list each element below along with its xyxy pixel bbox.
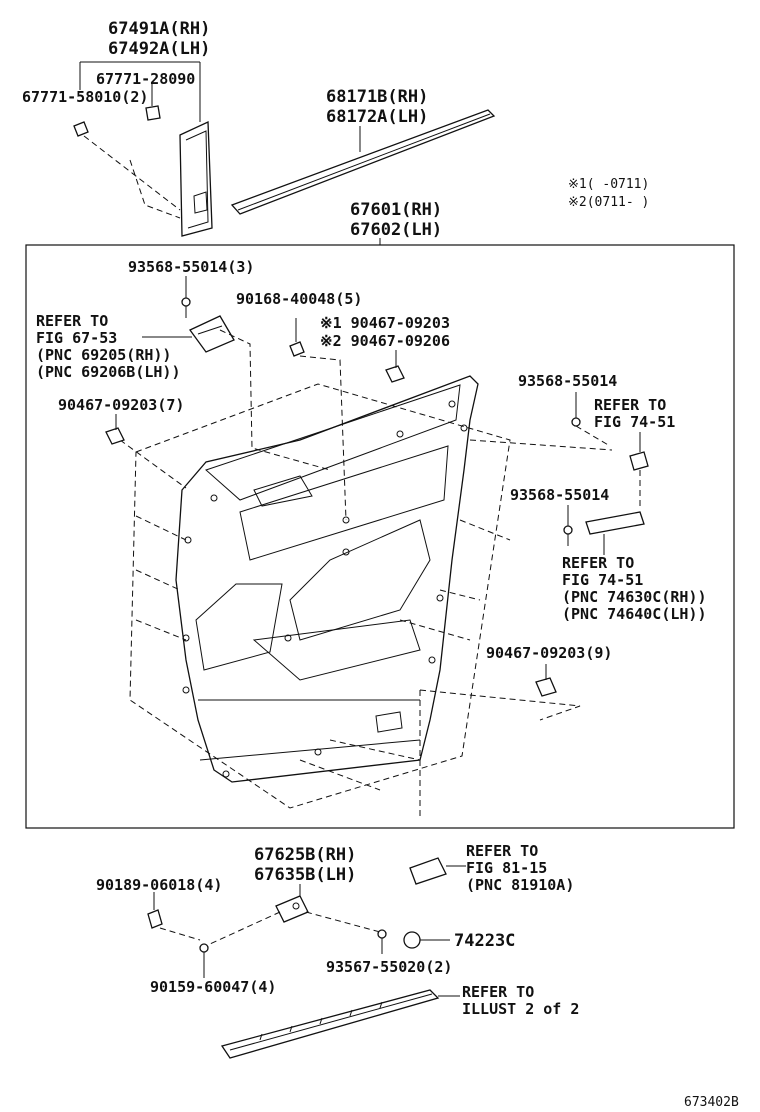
label-90467-note1: ※1 90467-09203 [320,314,450,332]
refer-67-53-line1: REFER TO [36,312,108,330]
light-81910A [409,857,447,885]
refer-74-51b-line1: REFER TO [562,554,634,572]
refer-74-51b-line4: (PNC 74640C(LH)) [562,605,707,623]
label-68172A: 68172A(LH) [326,107,428,127]
label-67602: 67602(LH) [350,220,442,240]
refer-illust-line2: ILLUST 2 of 2 [462,1000,579,1018]
label-67635B: 67635B(LH) [254,865,356,885]
label-93568-3: 93568-55014(3) [128,258,254,276]
label-90168: 90168-40048(5) [236,290,362,308]
belt-moulding-part [230,109,496,215]
refer-67-53-line3: (PNC 69205(RH)) [36,346,171,364]
refer-illust-line1: REFER TO [462,983,534,1001]
note-1: ※1( -0711) [568,177,649,192]
label-67491A: 67491A(RH) [108,19,210,39]
refer-81-15-line1: REFER TO [466,842,538,860]
label-90189: 90189-06018(4) [96,876,222,894]
pillar-garnish-part [179,120,213,237]
refer-74-51b-line2: FIG 74-51 [562,571,643,589]
label-68171B: 68171B(RH) [326,87,428,107]
inner-handle-bracket [189,315,235,353]
label-67601: 67601(RH) [350,200,442,220]
clip-90467-note [385,365,405,383]
clip-90189 [147,909,163,929]
label-67771-28090: 67771-28090 [96,70,195,88]
refer-81-15-line3: (PNC 81910A) [466,876,574,894]
refer-81-15-line2: FIG 81-15 [466,859,547,877]
label-93567: 93567-55020(2) [326,958,452,976]
screw-93567 [377,929,387,939]
door-trim-panel-part [175,375,479,783]
label-90467-9: 90467-09203(9) [486,644,612,662]
screw-90159 [199,943,209,968]
cap-74223C [403,931,421,949]
screw-93568-middle [563,525,573,546]
label-93568-right: 93568-55014 [518,372,617,390]
figure-code: 673402B [684,1095,739,1110]
screw-93568 [181,297,191,318]
label-67625B: 67625B(RH) [254,845,356,865]
refer-67-53-line2: FIG 67-53 [36,329,117,347]
bracket-67625B [275,895,309,923]
label-74223C: 74223C [454,931,515,951]
screw-93568-right [571,417,581,427]
clip-90467-7 [105,427,125,445]
label-90159: 90159-60047(4) [150,978,276,996]
refer-74-51b-line3: (PNC 74630C(RH)) [562,588,707,606]
label-90467-7: 90467-09203(7) [58,396,184,414]
label-93568-middle: 93568-55014 [510,486,609,504]
clip-90168 [289,341,305,357]
label-90467-note2: ※2 90467-09206 [320,332,450,350]
refer-74-51-line1: REFER TO [594,396,666,414]
label-67771-58010: 67771-58010(2) [22,88,148,106]
note-2: ※2(0711- ) [568,195,649,210]
refer-67-53-line4: (PNC 69206B(LH)) [36,363,181,381]
refer-74-51-line2: FIG 74-51 [594,413,675,431]
clip-67771-58010 [73,105,161,137]
label-67492A: 67492A(LH) [108,39,210,59]
armrest-part [585,511,645,535]
cap-74-51 [629,451,649,471]
lower-moulding-part [220,989,440,1059]
clip-90467-9 [535,677,557,697]
